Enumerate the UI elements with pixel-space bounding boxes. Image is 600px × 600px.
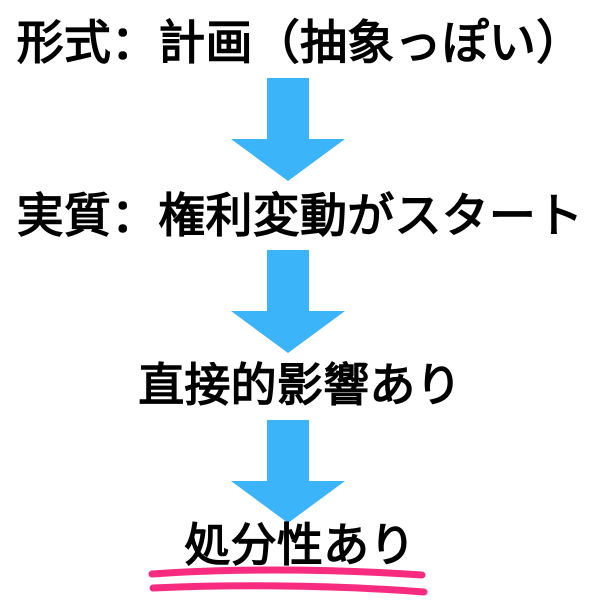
flow-step-3-label: 直接的影響あり xyxy=(138,359,462,411)
flow-step-1: 形式：計画（抽象っぽい） xyxy=(0,19,600,66)
flow-step-1-label: 形式：計画（抽象っぽい） xyxy=(16,16,584,69)
flow-step-4-label: 処分性あり xyxy=(184,519,416,571)
flow-step-2: 実質：権利変動がスタート xyxy=(0,192,600,239)
flow-step-3: 直接的影響あり xyxy=(0,362,600,408)
arrow-down-icon xyxy=(231,78,345,181)
arrow-down-icon xyxy=(231,420,345,523)
flow-step-4: 処分性あり xyxy=(0,522,600,568)
arrow-down-icon xyxy=(231,250,345,353)
flow-step-2-label: 実質：権利変動がスタート xyxy=(16,189,584,242)
